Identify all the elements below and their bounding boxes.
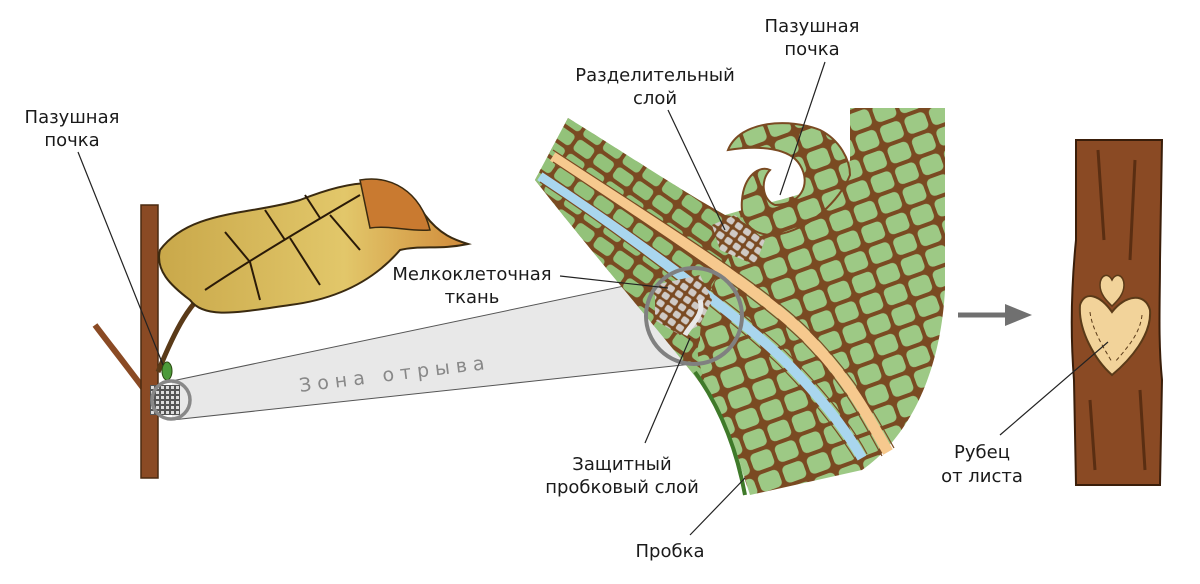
abscission-zone-projection: [172, 281, 692, 420]
separation-layer-label-line2: слой: [633, 88, 677, 109]
plant-stem-with-leaf: [92, 178, 472, 479]
leaf-scar-label-line1: Рубец: [954, 442, 1010, 463]
protective-cork-layer-label-line2: пробковый слой: [545, 477, 699, 498]
separation-layer-label-line1: Разделительный: [575, 65, 735, 86]
small-cell-tissue-label-line2: ткань: [445, 287, 500, 308]
bud-right: [1099, 274, 1125, 308]
leaf-scar-label-line2: от листа: [941, 466, 1023, 487]
tissue-section: [535, 108, 945, 496]
protective-cork-layer-label-line1: Защитный: [572, 454, 671, 475]
cork-label: Пробка: [636, 541, 705, 562]
small-cell-tissue-label-line1: Мелкоклеточная: [392, 264, 551, 285]
axillary-bud-left-label-line2: почка: [44, 130, 99, 151]
arrow-icon: [958, 304, 1032, 326]
leader-lines: [77, 61, 1109, 536]
axillary-bud-top-label-line1: Пазушная: [765, 16, 860, 37]
axillary-bud-left-label-line1: Пазушная: [25, 107, 120, 128]
axillary-bud-tissue: [726, 122, 852, 237]
blue-band: [537, 171, 867, 461]
leaf: [158, 182, 472, 314]
separation-layer-cells: [712, 215, 765, 265]
axillary-bud-top-label-line2: почка: [784, 39, 839, 60]
stem-with-leaf-scar: [1070, 139, 1164, 486]
orange-band: [549, 151, 893, 455]
